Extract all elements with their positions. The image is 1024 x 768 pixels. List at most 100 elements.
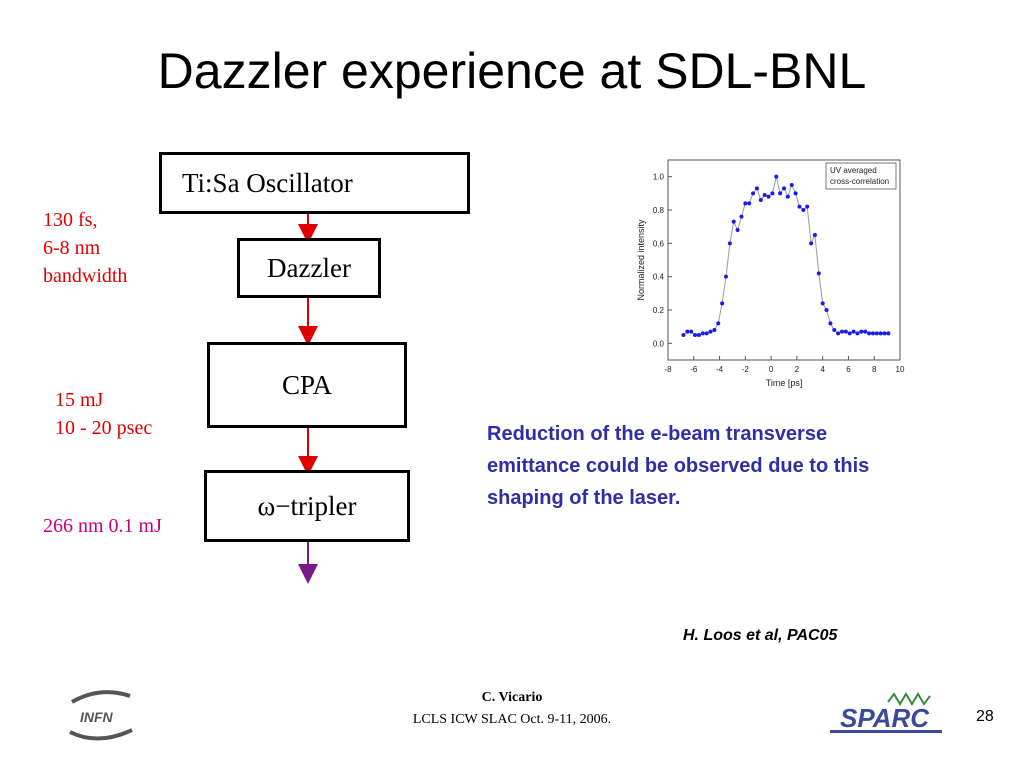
chart-x-tick-label: 4 [820,365,825,374]
chart-y-tick-label: 0.0 [653,339,665,348]
chart-data-point [778,191,783,196]
citation: H. Loos et al, PAC05 [683,627,838,644]
cpa-annotation-line1: 15 mJ [55,389,104,411]
footer-author: C. Vicario [481,690,543,705]
footer-event: LCLS ICW SLAC Oct. 9-11, 2006. [412,712,612,727]
sparc-logo-underline [830,730,942,733]
slide-title: Dazzler experience at SDL-BNL [157,43,867,99]
chart-data-point [696,333,701,337]
chart-data-point [816,271,821,276]
osc-annotation-line3: bandwidth [43,265,128,287]
chart-data-point [747,201,752,206]
chart-data-point [727,241,732,246]
osc-annotation-line2: 6-8 nm [43,237,101,259]
chart-data-point [766,194,771,199]
chart-data-point [724,274,728,279]
chart-data-point [758,198,763,202]
chart-series-line [683,176,889,336]
chart-legend-line2: cross-correlation [830,177,889,186]
cpa-box: CPA [207,342,407,428]
chart-data-point [812,233,817,237]
chart-data-point [770,191,775,196]
chart-data-point [681,333,686,337]
chart-plot-frame [667,159,901,361]
chart-y-tick-label: 0.4 [653,273,665,282]
cpa-label: CPA [281,369,333,400]
oscillator-box: Ti:Sa Oscillator [159,152,470,214]
chart-data-point [832,328,837,332]
chart-x-tick-label: 8 [872,365,877,374]
chart-data-point [840,329,844,334]
chart-data-point [805,204,810,209]
chart-x-tick-label: 0 [769,365,774,374]
sparc-logo-text: SPARC [840,703,930,733]
chart-data-point [731,219,736,224]
chart-data-point [851,329,856,334]
chart-data-point [863,329,868,334]
chart-data-point [785,194,790,199]
chart-y-tick-label: 0.6 [653,239,665,248]
osc-annotation-line1: 130 fs, [43,209,98,231]
chart-x-tick-label: 2 [795,365,800,374]
chart-data-point [847,331,852,336]
chart-data-point [878,331,883,336]
chart-x-tick-label: 6 [846,365,851,374]
chart-data-point [809,241,814,246]
chart-data-point [739,214,744,219]
chart-data-point [886,331,891,336]
chart-data-point [789,183,794,187]
chart-data-point [720,301,725,306]
tripler-box: ω−tripler [204,470,410,542]
infn-logo: INFN [69,690,133,741]
chart-data-point [859,329,864,334]
chart-data-point [716,321,721,326]
chart-data-point [882,331,887,336]
chart-legend: UV averaged cross-correlation [825,162,897,190]
chart-data-point [689,329,694,334]
chart-data-point [774,174,779,179]
chart-points [681,174,891,337]
chart-data-point [874,331,879,336]
chart-data-point [843,329,848,334]
chart-x-tick-label: -2 [742,365,750,374]
dazzler-label: Dazzler [267,252,351,283]
oscillator-annotation: 130 fs, 6-8 nm bandwidth [43,206,127,290]
dazzler-box: Dazzler [237,238,381,298]
chart-y-tick-label: 0.2 [653,306,665,315]
chart-y-tick-label: 1.0 [653,173,665,182]
note-line1: Reduction of the e-beam transverse [487,423,828,445]
chart-data-point [700,331,705,336]
chart-data-point [743,201,748,206]
note-line3: shaping of the laser. [487,487,681,509]
chart-data-point [828,321,833,326]
chart-x-tick-label: -6 [690,365,698,374]
chart-data-point [820,301,825,306]
chart-data-point [782,186,786,191]
tripler-output-annotation: 266 nm 0.1 mJ [43,515,162,537]
chart-data-point [797,204,802,209]
chart-data-point [855,331,860,336]
chart-data-point [685,329,690,334]
result-note: Reduction of the e-beam transverse emitt… [487,418,1007,514]
chart-data-point [751,191,756,196]
chart-y-tick-label: 0.8 [653,206,665,215]
chart-y-axis-label: Normalized intensity [636,219,646,301]
chart-data-point [693,333,698,337]
chart-data-point [836,331,841,336]
chart-data-point [870,331,875,336]
chart-data-point [708,329,713,334]
chart-data-point [704,331,709,336]
chart-legend-line1: UV averaged [830,166,877,175]
oscillator-label: Ti:Sa Oscillator [182,167,353,198]
note-line2: emittance could be observed due to this [487,455,870,477]
chart-x-axis-label: Time [ps] [766,378,803,388]
sparc-logo: SPARC [830,692,942,733]
page-number: 28 [976,708,994,725]
chart-data-point [762,193,767,197]
chart-data-point [801,208,806,212]
chart-data-point [824,308,829,312]
infn-logo-text: INFN [80,709,114,725]
sparc-logo-wave [887,692,931,706]
